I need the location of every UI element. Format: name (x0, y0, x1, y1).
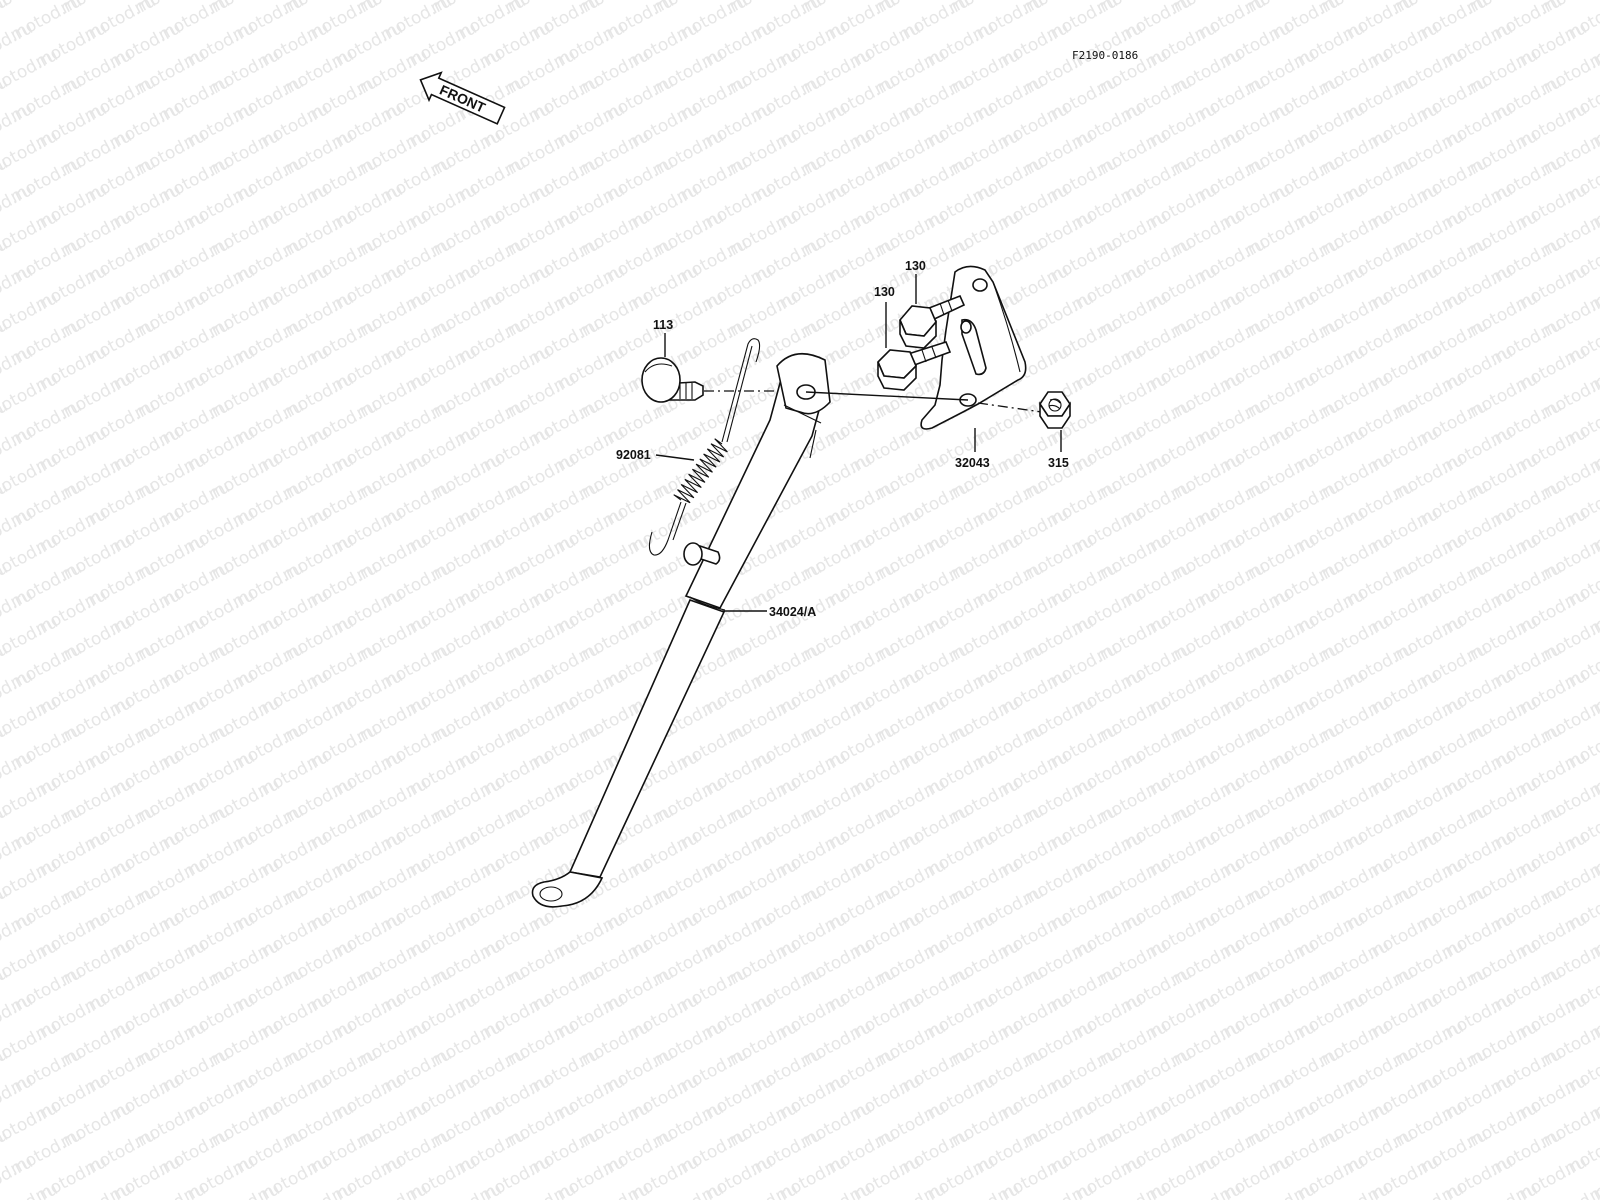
part-label-130-lower: 130 (874, 285, 895, 299)
part-label-32043: 32043 (955, 456, 990, 470)
part-label-92081: 92081 (616, 448, 651, 462)
part-label-34024: 34024/A (769, 605, 816, 619)
diagram-code: F2190-0186 (1072, 49, 1138, 62)
part-label-130-upper: 130 (905, 259, 926, 273)
nut-315 (1039, 391, 1071, 429)
pivot-bolt-113 (641, 357, 704, 403)
part-label-315: 315 (1048, 456, 1069, 470)
part-label-113: 113 (653, 318, 673, 332)
